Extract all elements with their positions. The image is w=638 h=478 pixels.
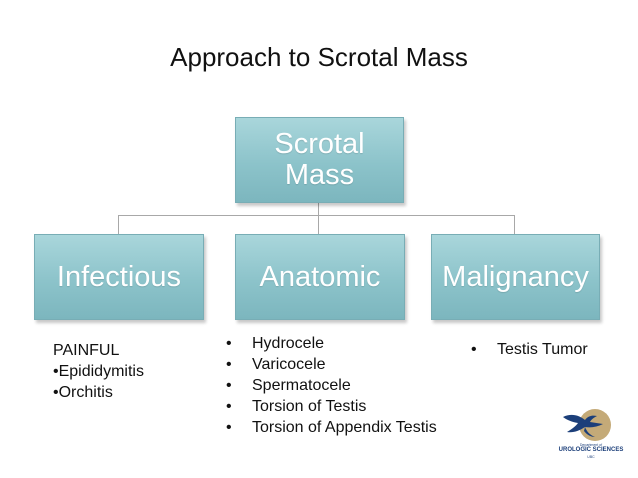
connector-left-drop [118, 215, 119, 234]
list-item-text: Hydrocele [252, 335, 325, 352]
list-item: • Testis Tumor [471, 339, 588, 360]
bullet-icon: • [471, 341, 477, 358]
connector-horizontal [118, 215, 515, 216]
node-anatomic: Anatomic [235, 234, 405, 320]
node-malignancy-label: Malignancy [442, 260, 589, 293]
logo-text-line: UBC [587, 455, 595, 459]
anatomic-list: • Hydrocele • Varicocele • Spermatocele • To… [226, 333, 437, 438]
logo-text-line: Department of [579, 443, 603, 447]
list-item-text: Spermatocele [252, 377, 351, 394]
bullet-icon: • [226, 419, 232, 436]
node-infectious: Infectious [34, 234, 204, 320]
list-item: • Hydrocele [226, 333, 437, 354]
infectious-list: PAINFUL •Epididymitis •Orchitis [53, 340, 144, 403]
bullet-icon: • [226, 356, 232, 373]
list-item: •Orchitis [53, 384, 113, 401]
root-node-scrotal-mass: Scrotal Mass [235, 117, 404, 203]
list-item: • Varicocele [226, 354, 437, 375]
bullet-icon: • [226, 398, 232, 415]
list-item-text: Torsion of Testis [252, 398, 367, 415]
bullet-icon: • [226, 335, 232, 352]
bullet-icon: • [226, 377, 232, 394]
connector-right-drop [514, 215, 515, 234]
list-item: • Spermatocele [226, 375, 437, 396]
list-item-text: Varicocele [252, 356, 326, 373]
list-item: PAINFUL [53, 342, 120, 359]
node-anatomic-label: Anatomic [259, 260, 381, 293]
eagle-logo-icon [563, 409, 611, 441]
list-item-text: Torsion of Appendix Testis [252, 419, 437, 436]
list-item: •Epididymitis [53, 363, 144, 380]
node-infectious-label: Infectious [56, 260, 182, 293]
list-item: • Torsion of Appendix Testis [226, 417, 437, 438]
department-logo: Department of UROLOGIC SCIENCES UBC [557, 407, 625, 463]
logo-text-line: UROLOGIC SCIENCES [558, 447, 624, 453]
connector-center-drop [318, 215, 319, 234]
slide-title: Approach to Scrotal Mass [170, 42, 468, 72]
root-node-line: Scrotal [274, 128, 365, 160]
connector-root-stem [318, 201, 319, 215]
malignancy-list: • Testis Tumor [471, 339, 588, 360]
root-node-line: Mass [284, 159, 355, 191]
list-item-text: Testis Tumor [497, 341, 588, 358]
list-item: • Torsion of Testis [226, 396, 437, 417]
node-malignancy: Malignancy [431, 234, 600, 320]
